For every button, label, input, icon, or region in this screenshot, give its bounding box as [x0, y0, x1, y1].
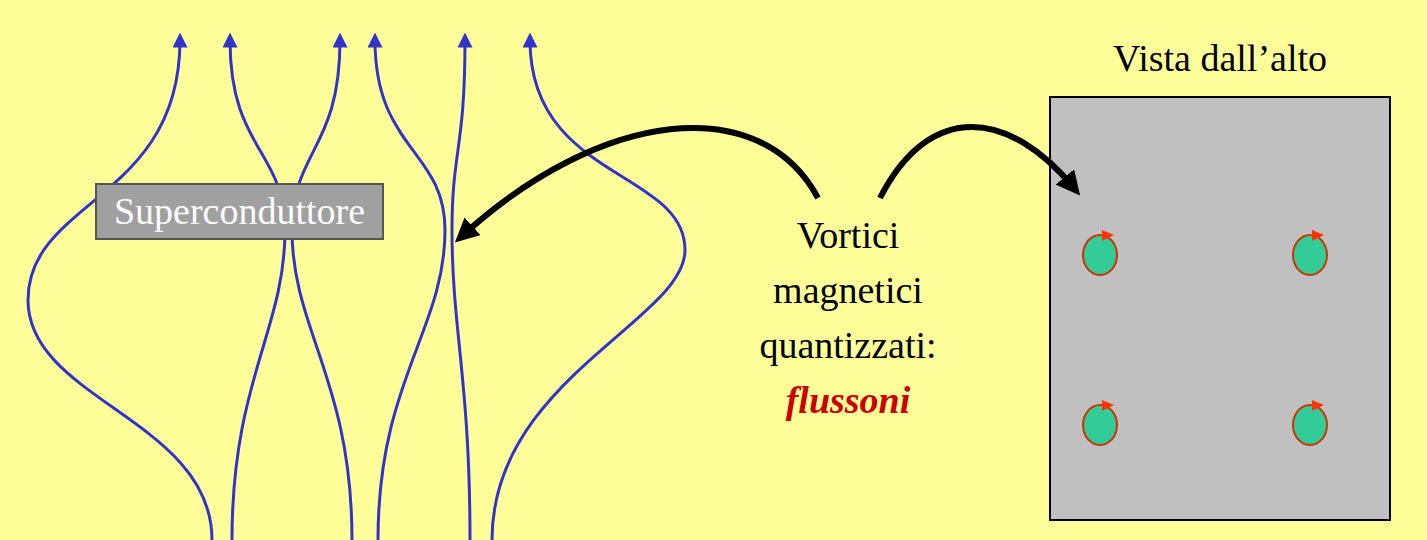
top-view-panel [1050, 97, 1390, 520]
field-line [230, 40, 285, 540]
pointer-arrow [880, 127, 1074, 198]
panel-square-area [1050, 97, 1390, 520]
vortices [1083, 230, 1327, 445]
panel-heading: Vista dall’alto [1050, 20, 1390, 97]
field-line [375, 40, 445, 540]
box-label: Superconduttore [114, 191, 365, 233]
field-line [452, 40, 470, 540]
field-line [28, 40, 212, 540]
pointer-arrows [462, 127, 1074, 236]
field-lines [28, 40, 685, 540]
field-line [492, 40, 685, 540]
callout-label: Vortici magnetici quantizzati: [759, 208, 936, 373]
callout-term: flussoni [786, 373, 911, 428]
vortex [1083, 230, 1117, 275]
top-view-panel: Vista dall’alto [1050, 20, 1390, 520]
superconductor-box: Superconduttore [95, 183, 384, 240]
field-line [292, 40, 352, 540]
pointer-arrow [462, 128, 818, 236]
vortex [1083, 400, 1117, 445]
vortex [1293, 400, 1327, 445]
vortex [1293, 230, 1327, 275]
